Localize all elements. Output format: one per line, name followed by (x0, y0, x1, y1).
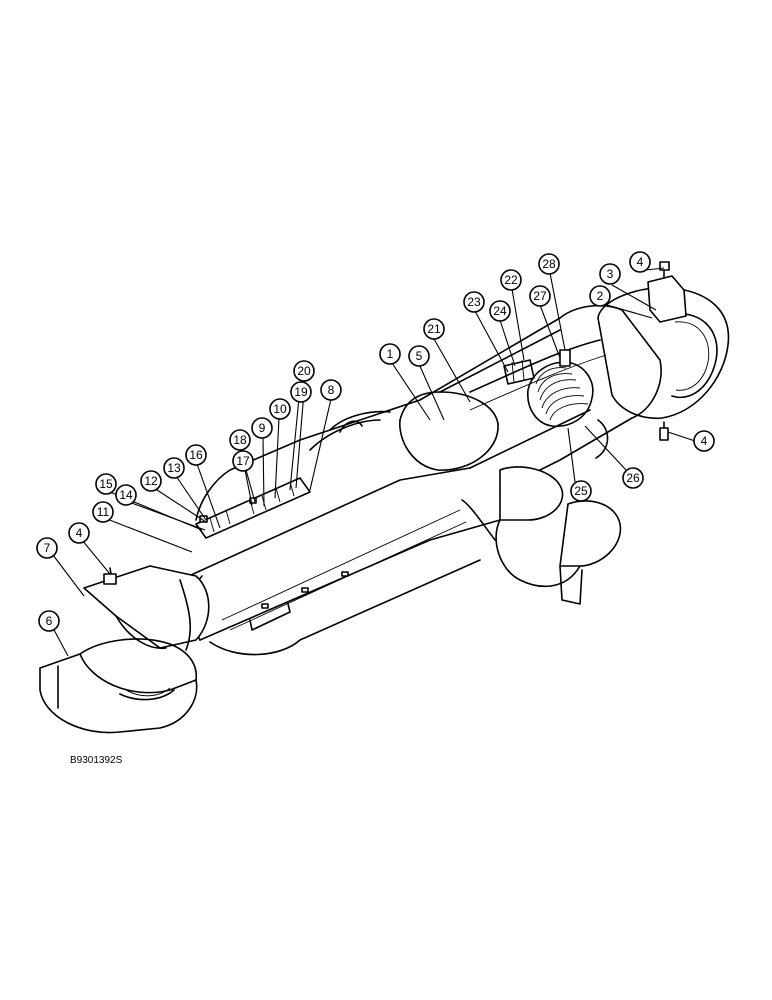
callout-8: 8 (320, 379, 342, 401)
svg-text:4: 4 (701, 434, 708, 448)
piston-rod (399, 329, 591, 471)
callout-15: 15 (95, 473, 117, 495)
callout-13: 13 (163, 457, 185, 479)
callout-20: 20 (293, 360, 315, 382)
callout-24: 24 (489, 300, 511, 322)
callout-11: 11 (92, 501, 114, 523)
svg-text:14: 14 (119, 488, 133, 502)
callout-26: 26 (622, 467, 644, 489)
piston-spring (503, 349, 594, 427)
callout-27: 27 (529, 285, 551, 307)
svg-text:21: 21 (427, 322, 441, 336)
callout-7: 7 (36, 537, 58, 559)
svg-text:28: 28 (542, 257, 556, 271)
svg-text:2: 2 (597, 289, 604, 303)
svg-text:20: 20 (297, 364, 311, 378)
left-eye-clamp (39, 565, 210, 734)
callout-4-left: 4 (68, 522, 90, 544)
svg-text:27: 27 (533, 289, 547, 303)
callout-23: 23 (463, 291, 485, 313)
svg-text:25: 25 (574, 484, 588, 498)
leader-lines (52, 267, 696, 657)
svg-text:26: 26 (626, 471, 640, 485)
svg-text:18: 18 (233, 433, 247, 447)
svg-text:7: 7 (44, 541, 51, 555)
callout-2: 2 (589, 285, 611, 307)
callout-21: 21 (423, 318, 445, 340)
svg-text:24: 24 (493, 304, 507, 318)
callout-18: 18 (229, 429, 251, 451)
callout-9: 9 (251, 417, 273, 439)
svg-text:8: 8 (328, 383, 335, 397)
svg-text:13: 13 (167, 461, 181, 475)
svg-text:16: 16 (189, 448, 203, 462)
callout-14: 14 (115, 484, 137, 506)
svg-text:11: 11 (97, 505, 110, 519)
svg-text:15: 15 (99, 477, 113, 491)
svg-text:6: 6 (46, 614, 53, 628)
callout-4-right-top: 4 (629, 251, 651, 273)
callout-6: 6 (38, 610, 60, 632)
svg-text:17: 17 (236, 454, 250, 468)
svg-text:12: 12 (144, 474, 158, 488)
callout-28: 28 (538, 253, 560, 275)
svg-text:9: 9 (259, 421, 266, 435)
svg-text:1: 1 (387, 347, 394, 361)
callout-4-right-fitting: 4 (693, 430, 715, 452)
callout-17: 17 (232, 450, 254, 472)
svg-text:10: 10 (273, 402, 287, 416)
cylinder-barrel (179, 410, 501, 656)
callout-22: 22 (500, 269, 522, 291)
svg-text:5: 5 (416, 349, 423, 363)
callout-25: 25 (570, 480, 592, 502)
right-eye-clamp (597, 261, 730, 420)
callout-1: 1 (379, 343, 401, 365)
callout-19: 19 (290, 381, 312, 403)
callout-12: 12 (140, 470, 162, 492)
svg-text:4: 4 (637, 255, 644, 269)
svg-text:23: 23 (467, 295, 481, 309)
svg-text:22: 22 (504, 273, 518, 287)
callout-16: 16 (185, 444, 207, 466)
svg-text:19: 19 (294, 385, 308, 399)
figure-code: B9301392S (70, 755, 123, 766)
svg-text:3: 3 (607, 267, 614, 281)
callout-5: 5 (408, 345, 430, 367)
svg-text:4: 4 (76, 526, 83, 540)
callout-10: 10 (269, 398, 291, 420)
callout-3: 3 (599, 263, 621, 285)
cylinder-housing (299, 304, 662, 605)
grease-fitting (659, 421, 669, 441)
